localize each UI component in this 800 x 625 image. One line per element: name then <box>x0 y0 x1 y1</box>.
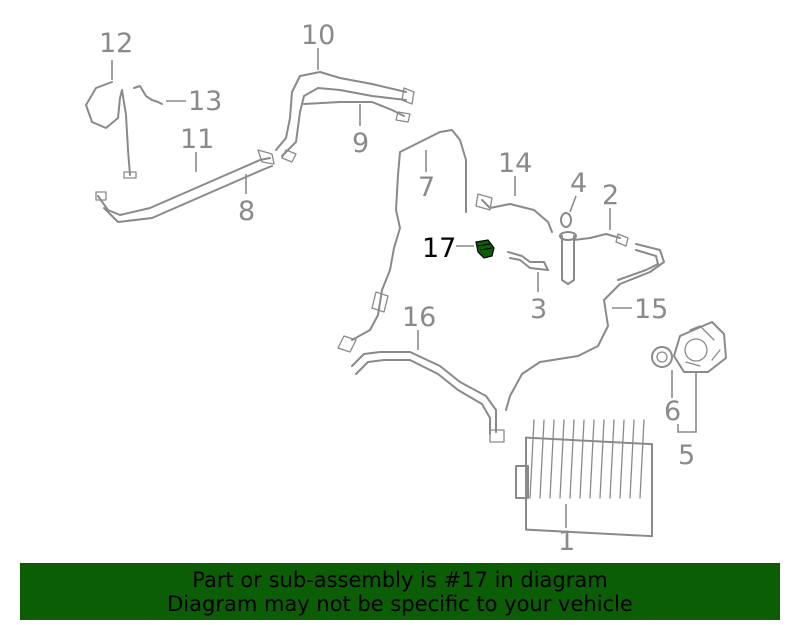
callout-1: 1 <box>558 526 575 557</box>
callout-8: 8 <box>238 196 255 227</box>
part-16-line[interactable] <box>351 351 505 443</box>
part-8-tube[interactable] <box>257 149 275 165</box>
part-17-highlighted[interactable] <box>475 239 495 259</box>
leader-4 <box>569 195 577 213</box>
part-10-hose[interactable] <box>275 71 415 163</box>
callout-numbers: 12 13 11 8 10 9 7 14 4 2 3 17 15 16 1 6 … <box>99 20 695 557</box>
part-4-oring[interactable] <box>560 212 572 228</box>
callout-11: 11 <box>180 124 214 155</box>
callout-13: 13 <box>188 86 222 117</box>
part-1-condenser[interactable] <box>515 419 653 538</box>
callout-leaders <box>111 48 697 528</box>
callout-5: 5 <box>678 440 695 471</box>
part-3-bracket[interactable] <box>507 251 549 271</box>
banner-line-2: Diagram may not be specific to your vehi… <box>167 591 633 616</box>
parts-diagram: 12 13 11 8 10 9 7 14 4 2 3 17 15 16 1 6 … <box>85 20 727 557</box>
part-12-hose[interactable] <box>85 81 137 179</box>
part-7-hose[interactable] <box>337 129 467 353</box>
callout-9: 9 <box>352 128 369 159</box>
part-2-drier[interactable] <box>559 231 629 285</box>
banner-line-1: Part or sub-assembly is #17 in diagram <box>192 567 608 592</box>
info-banner: Part or sub-assembly is #17 in diagram D… <box>20 563 780 620</box>
callout-2: 2 <box>602 180 619 211</box>
callout-6: 6 <box>664 396 681 427</box>
callout-16: 16 <box>402 302 436 333</box>
callout-3: 3 <box>530 294 547 325</box>
part-6-clutch[interactable] <box>651 346 673 368</box>
callout-17: 17 <box>422 233 456 264</box>
part-15-line[interactable] <box>505 243 665 411</box>
callout-15: 15 <box>634 294 668 325</box>
callout-14: 14 <box>498 148 532 179</box>
part-13-fitting[interactable] <box>133 85 163 105</box>
part-14-line[interactable] <box>475 193 553 233</box>
callout-4: 4 <box>570 168 587 199</box>
callout-12: 12 <box>99 28 133 59</box>
part-9-hose[interactable] <box>303 101 411 123</box>
part-5-compressor[interactable] <box>673 321 727 373</box>
callout-10: 10 <box>301 20 335 51</box>
leader-5 <box>677 372 697 433</box>
callout-7: 7 <box>418 172 435 203</box>
